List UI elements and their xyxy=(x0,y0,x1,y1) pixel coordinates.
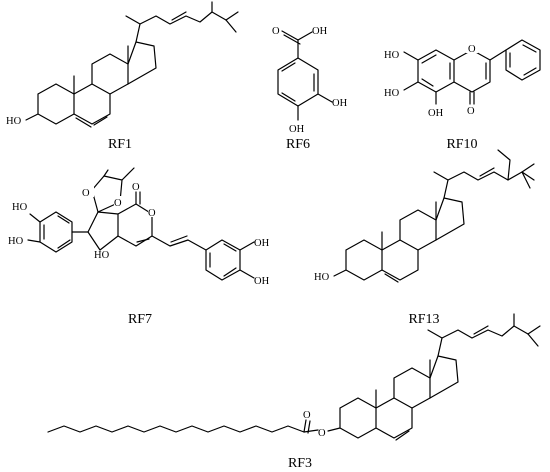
atom-label: OH xyxy=(289,124,305,135)
compound-label-rf6: RF6 xyxy=(286,137,310,152)
atom-label: OH xyxy=(254,238,270,249)
structure-rf1: HO xyxy=(6,1,239,128)
structure-rf6: O OH OH OH xyxy=(272,26,348,135)
atom-label: O xyxy=(82,188,90,199)
atom-label: HO xyxy=(384,88,400,99)
atom-label: O xyxy=(303,410,311,421)
atom-label: HO xyxy=(12,202,28,213)
atom-label: O xyxy=(114,198,122,209)
compound-label-rf13: RF13 xyxy=(408,312,439,327)
atom-label: HO xyxy=(384,50,400,61)
atom-label: HO xyxy=(314,272,330,283)
structure-rf10: O O HO HO OH xyxy=(384,39,541,119)
atom-label: OH xyxy=(254,276,270,287)
atom-label: HO xyxy=(94,250,110,261)
atom-label: O xyxy=(148,208,156,219)
atom-label: O xyxy=(132,182,140,193)
compound-label-rf10: RF10 xyxy=(446,137,477,152)
atom-label: OH xyxy=(428,108,444,119)
compound-label-rf7: RF7 xyxy=(128,312,152,327)
atom-label: HO xyxy=(8,236,24,247)
atom-label: OH xyxy=(312,26,328,37)
atom-label: O xyxy=(318,428,326,439)
atom-label: OH xyxy=(332,98,348,109)
compound-label-rf3: RF3 xyxy=(288,456,312,471)
structure-rf13: HO xyxy=(314,149,535,283)
structure-rf3: O O xyxy=(47,313,541,441)
atom-label: O xyxy=(467,106,475,117)
atom-label: HO xyxy=(6,116,22,127)
atom-label: O xyxy=(468,44,476,55)
compound-label-rf1: RF1 xyxy=(108,137,132,152)
atom-label: O xyxy=(272,26,280,37)
structure-rf7: HO HO HO O O O O OH OH xyxy=(8,167,270,287)
